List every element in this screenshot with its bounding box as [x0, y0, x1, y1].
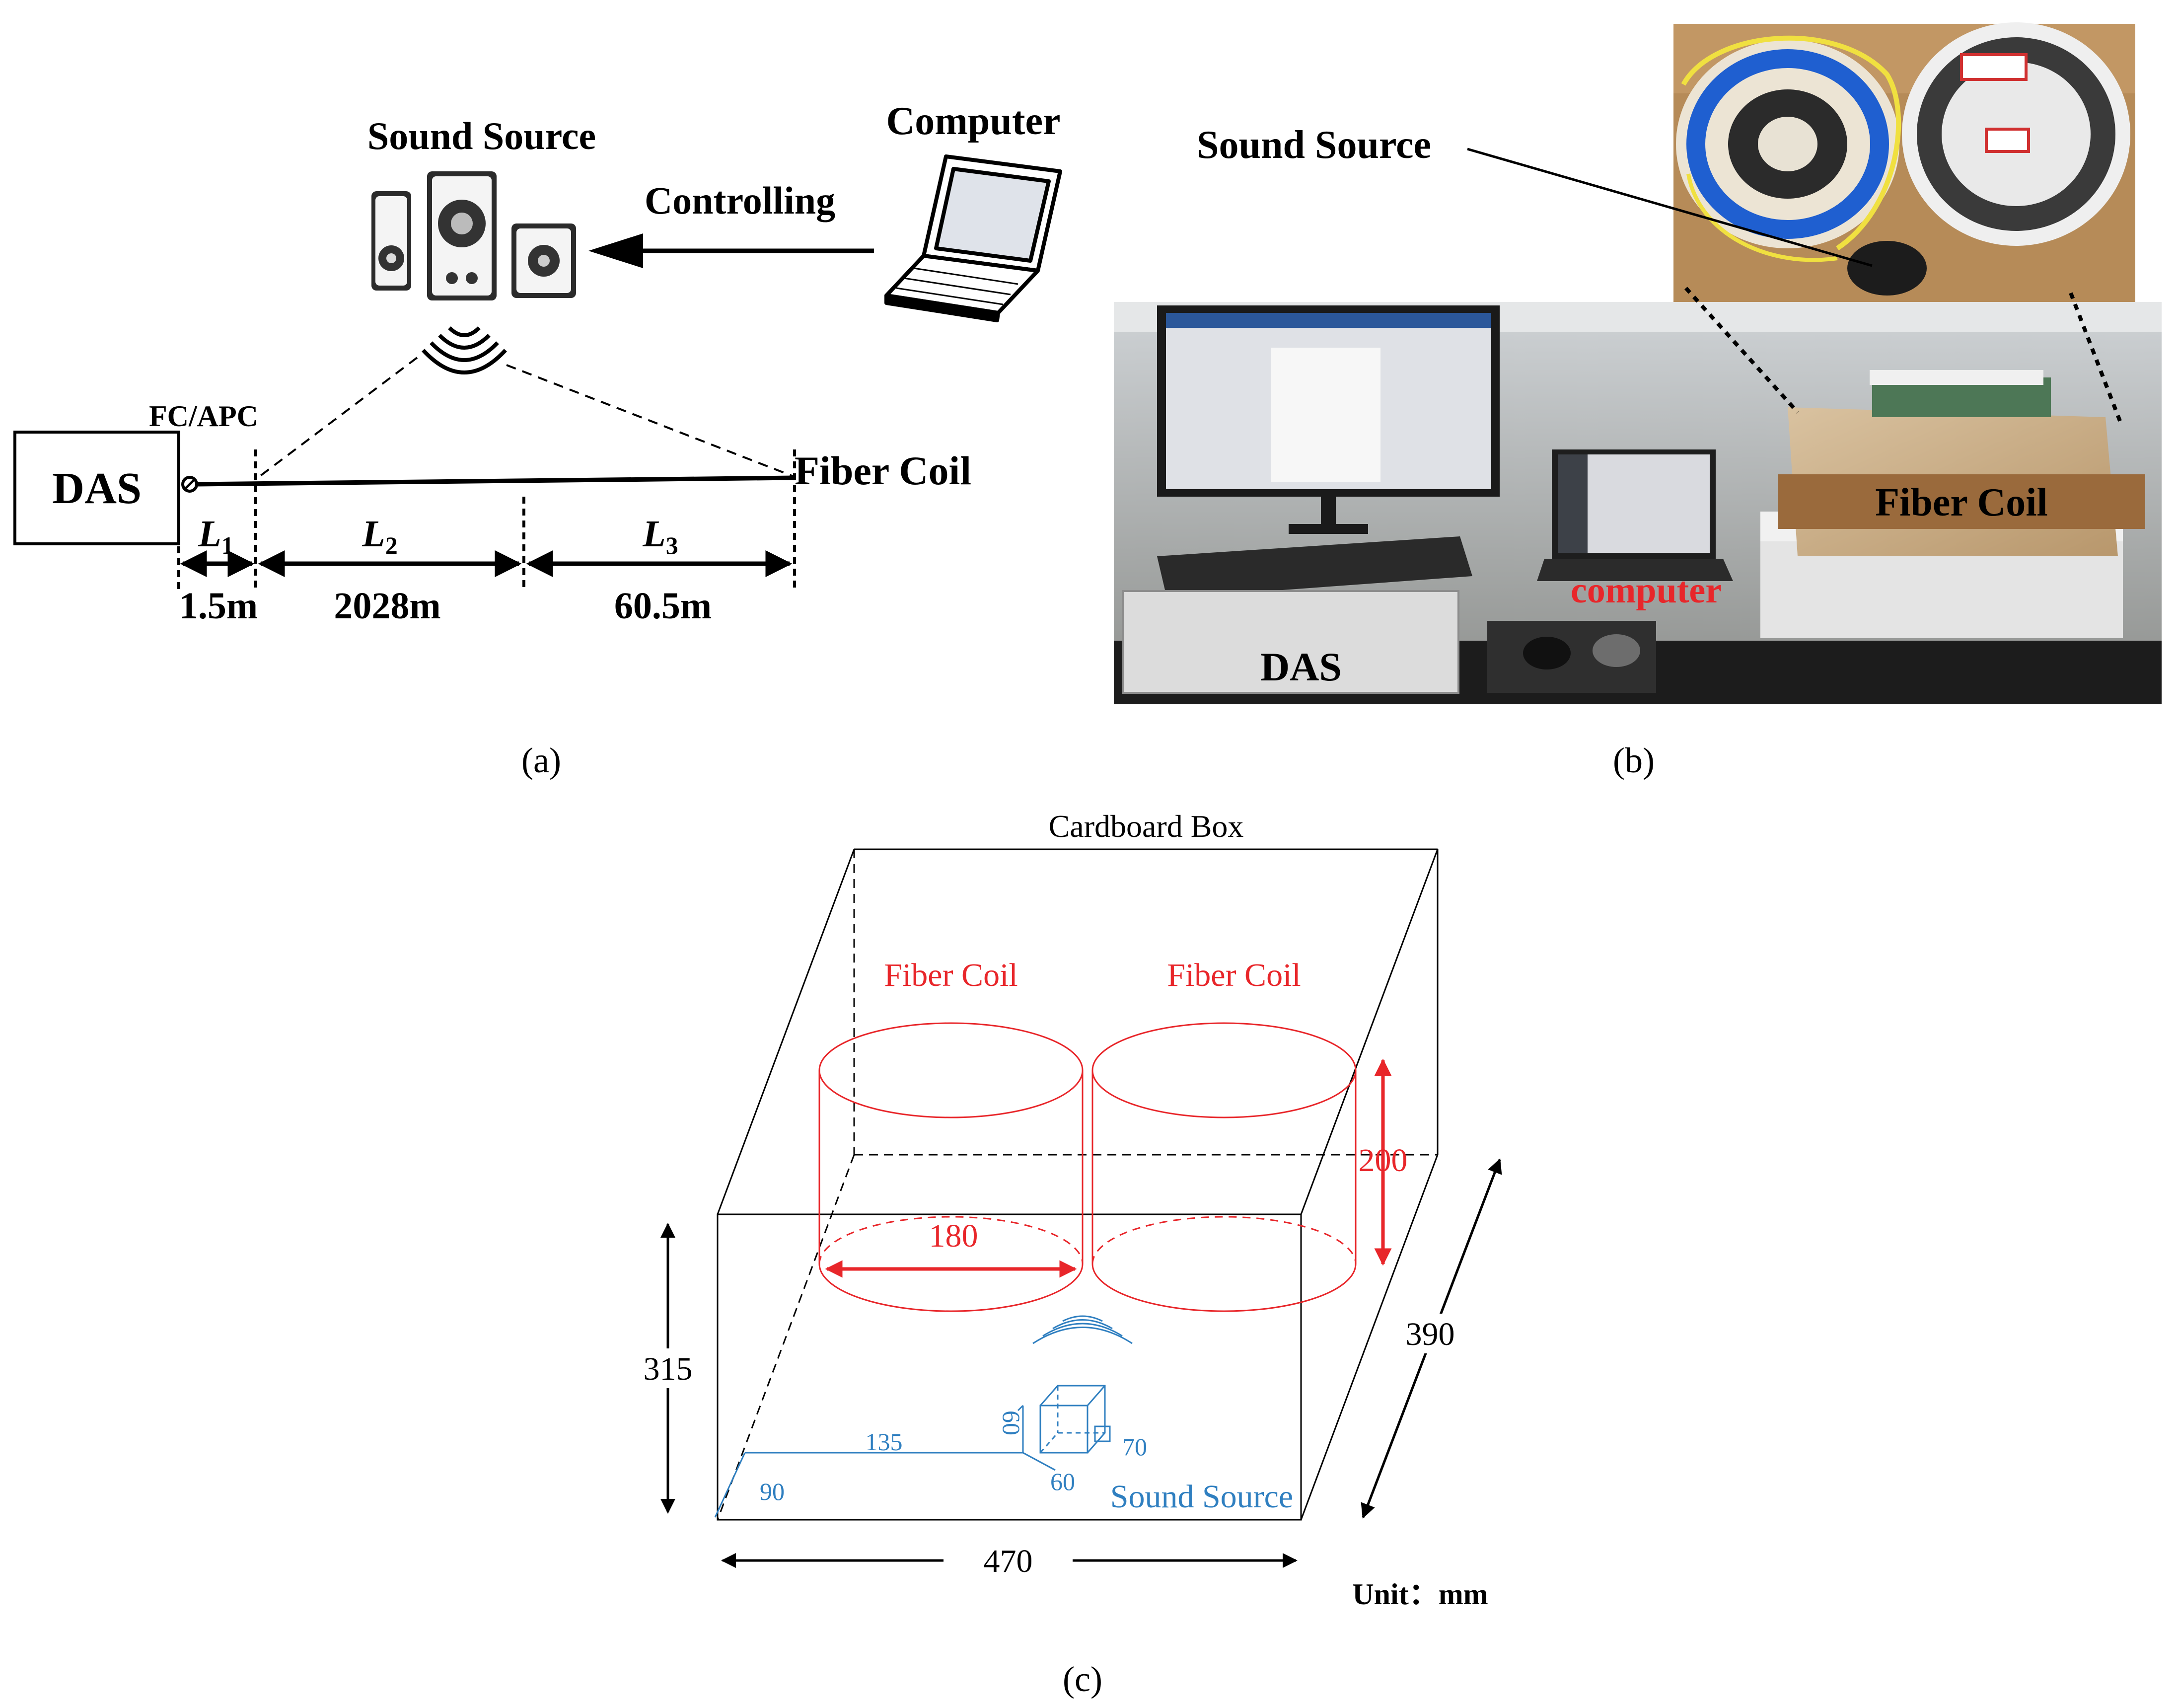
- source-x-value: 135: [866, 1428, 903, 1456]
- fiber-line: [196, 475, 795, 487]
- cardboard-box-wireframe: [717, 848, 1439, 1521]
- laptop-icon: [884, 154, 1062, 322]
- segment-2-length: 2028m: [334, 585, 440, 627]
- fiber-coil-left: [818, 1022, 1084, 1312]
- box-height-value: 315: [644, 1351, 693, 1387]
- source-depth-value: 70: [1122, 1433, 1147, 1461]
- source-width-value: 60: [1050, 1468, 1075, 1495]
- lab-photo: [1114, 302, 2162, 704]
- spool-photo: [1673, 22, 2135, 304]
- source-height-value: 60: [998, 1411, 1025, 1435]
- fiber-coil-label-box: [1778, 474, 2145, 529]
- speaker-icon: [371, 171, 576, 300]
- sound-source-pointer: [1467, 148, 1873, 267]
- caption-a: (a): [521, 741, 561, 780]
- panel-b: Sound Source Fiber Coil computer DAS (b): [1114, 22, 2162, 780]
- controlling-label: Controlling: [645, 179, 835, 222]
- source-y-value: 90: [760, 1478, 785, 1505]
- panel-c: Cardboard Box Fiber Coil Fiber Coil 200 …: [638, 809, 1502, 1699]
- fiber-coil-right: [1091, 1022, 1357, 1312]
- computer-label: Computer: [886, 99, 1060, 143]
- controlling-arrowhead: [588, 233, 643, 268]
- box-hidden-edges: [717, 849, 1438, 1520]
- sound-wave-icon: [422, 326, 507, 374]
- segment-2-symbol: L2: [362, 513, 397, 559]
- segment-1-symbol: L1: [198, 513, 233, 559]
- box-width-value: 470: [984, 1543, 1033, 1579]
- sound-source-label: Sound Source: [367, 114, 596, 157]
- segment-markers: [177, 449, 796, 591]
- das-box: [13, 431, 180, 545]
- box-depth-value: 390: [1406, 1316, 1455, 1352]
- fiber-coil-left-label: Fiber Coil: [884, 957, 1018, 993]
- fiber-coil-photo-label: Fiber Coil: [1875, 481, 2047, 524]
- sound-source-3d: [714, 1315, 1133, 1518]
- fiber-coil-right-label: Fiber Coil: [1167, 957, 1301, 993]
- segment-3-symbol: L3: [642, 513, 678, 559]
- caption-c: (c): [1063, 1659, 1102, 1699]
- segment-1-length: 1.5m: [179, 585, 258, 627]
- caption-b: (b): [1613, 741, 1655, 780]
- fc-apc-label: FC/APC: [149, 400, 258, 433]
- fiber-coil-label: Fiber Coil: [795, 448, 971, 493]
- inset-line-left: [1684, 287, 1799, 414]
- das-photo-label: DAS: [1260, 644, 1342, 689]
- cardboard-box-label: Cardboard Box: [1049, 809, 1244, 844]
- sound-source-3d-label: Sound Source: [1110, 1479, 1293, 1515]
- coil-diameter-value: 180: [929, 1218, 978, 1254]
- sound-source-photo-label: Sound Source: [1197, 123, 1431, 167]
- segment-3-length: 60.5m: [614, 585, 712, 627]
- unit-label: Unit：mm: [1352, 1578, 1488, 1611]
- sound-source-device-photo: [1847, 241, 1927, 296]
- das-label: DAS: [52, 464, 142, 513]
- coil-height-value: 200: [1359, 1142, 1408, 1179]
- coverage-line-right: [506, 364, 795, 478]
- panel-a: Sound Source Computer Controlling DAS FC…: [13, 99, 1062, 780]
- computer-photo-label: computer: [1571, 570, 1722, 611]
- coverage-line-left: [255, 357, 418, 480]
